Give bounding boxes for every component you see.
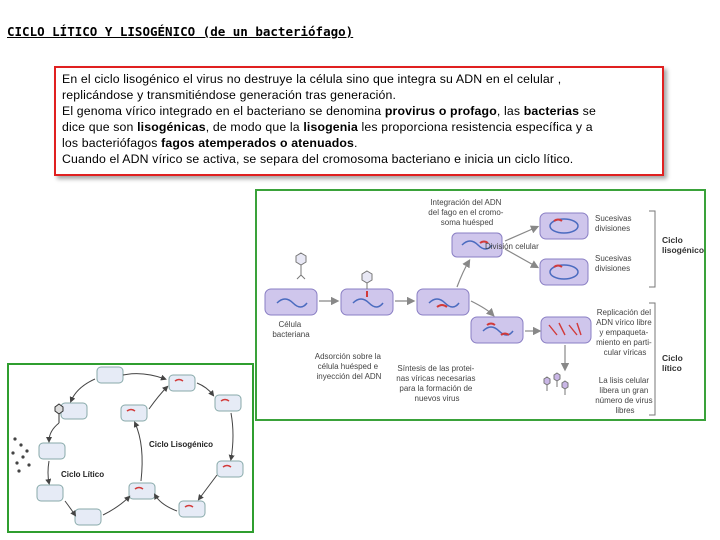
cell-div-1	[539, 212, 589, 240]
label-adsorcion: Adsorción sobre la célula huésped e inye…	[315, 352, 384, 381]
paragraph-line: replicándose y transmitiéndose generació…	[62, 88, 397, 102]
phage-icon	[295, 252, 307, 280]
cell-injected	[416, 288, 470, 316]
cell-bacterial	[264, 288, 318, 316]
term-fagos-atemperados: fagos atemperados o atenuados	[161, 136, 355, 150]
phage-icon	[361, 270, 373, 289]
label-sintesis: Síntesis de las protei- nas víricas nece…	[396, 364, 477, 403]
term-lisogenia: lisogenia	[303, 120, 358, 134]
paragraph-line: los bacteriófagos fagos atemperados o at…	[62, 136, 358, 150]
label-integracion: Integración del ADN del fago en el cromo…	[428, 198, 505, 227]
cell-div-2	[539, 258, 589, 286]
label-ciclo-lisogenico: Ciclo Lisogénico	[149, 440, 213, 449]
cell-integrated	[451, 232, 503, 258]
cycle-arrows	[45, 373, 235, 517]
term-lisogenicas: lisogénicas	[137, 120, 206, 134]
paragraph-line: En el ciclo lisogénico el virus no destr…	[62, 72, 562, 86]
diagram-svg: Integración del ADN del fago en el cromo…	[264, 198, 704, 416]
paragraph-line: dice que son lisogénicas, de modo que la…	[62, 120, 593, 134]
label-division: División celular	[485, 242, 539, 251]
released-virions	[11, 437, 31, 473]
cell-synthesis	[470, 316, 524, 344]
phage-icon	[54, 403, 64, 423]
paragraph-line: Cuando el ADN vírico se activa, se separ…	[62, 152, 574, 166]
lysogenic-lytic-diagram: Integración del ADN del fago en el cromo…	[255, 189, 706, 421]
term-provirus: provirus o profago	[384, 104, 497, 118]
dna-marks	[126, 378, 232, 508]
label-ciclo-litico: Ciclo Lítico	[61, 470, 104, 479]
released-phages	[543, 372, 569, 395]
term-bacterias: bacterias	[523, 104, 580, 118]
flow-arrows	[319, 225, 570, 372]
cycle-diagram: Ciclo Lítico Ciclo Lisogénico	[7, 363, 254, 533]
cell-replication	[540, 316, 592, 344]
label-ciclo-lisogenico: Ciclo lisogénico	[662, 235, 704, 255]
cycle-svg: Ciclo Lítico Ciclo Lisogénico	[11, 366, 244, 526]
label-sucesivas-2: Sucesivas divisiones	[595, 254, 634, 273]
label-lisis: La lisis celular libera un gran número d…	[595, 376, 655, 415]
cell-adsorption	[340, 288, 394, 316]
label-ciclo-litico: Ciclo lítico	[662, 353, 685, 373]
page-title: CICLO LÍTICO Y LISOGÉNICO (de un bacteri…	[7, 24, 354, 39]
explanation-box: En el ciclo lisogénico el virus no destr…	[54, 66, 664, 176]
paragraph-line: El genoma vírico integrado en el bacteri…	[62, 104, 596, 118]
label-sucesivas-1: Sucesivas divisiones	[595, 214, 634, 233]
label-celula: Célula bacteriana	[272, 320, 310, 339]
label-replicacion: Replicación del ADN vírico libre y empaq…	[596, 308, 654, 357]
cycle-cells	[36, 366, 244, 526]
